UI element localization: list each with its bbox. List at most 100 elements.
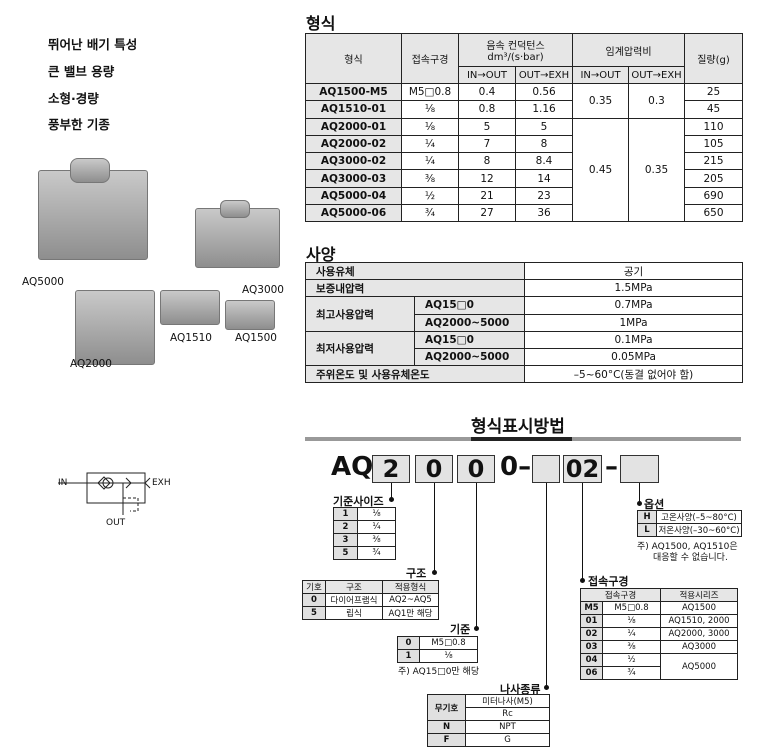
- thread-label: 나사종류: [500, 683, 541, 696]
- cell: 45: [684, 100, 744, 119]
- code-port-box: 02: [563, 455, 602, 483]
- cell: 14: [514, 169, 574, 188]
- cell: 0.45: [572, 117, 630, 223]
- code-base-box: 0: [457, 455, 495, 483]
- valve-symbol-icon: [58, 472, 151, 515]
- ordering-title: 형식표시방법: [471, 417, 565, 437]
- spec-label: 최고사용압력: [305, 296, 415, 332]
- cell: 105: [684, 134, 744, 154]
- cell: 0.3: [628, 83, 686, 119]
- cell: ⅜: [602, 640, 661, 654]
- code-option-box: [620, 455, 659, 483]
- cell: M5: [580, 601, 603, 615]
- cell: 5: [333, 546, 358, 560]
- cell: AQ1500-M5: [305, 82, 402, 102]
- cell: 02: [580, 627, 603, 641]
- code-fixed: 0–: [500, 452, 532, 482]
- size-label: 기준사이즈: [333, 495, 384, 508]
- spec-value: 1MPa: [524, 313, 744, 332]
- cell: ⅛: [401, 117, 459, 136]
- cell: 다이어프램식: [325, 593, 383, 607]
- cell: 고온사양(–5~80°C): [656, 510, 742, 524]
- cell: 3: [333, 533, 358, 547]
- cell: AQ2000-02: [305, 134, 402, 154]
- spec-value: 0.05MPa: [524, 347, 744, 367]
- header-in-out: IN→OUT: [572, 66, 630, 84]
- header: 기호: [302, 580, 326, 594]
- thread-code: 무기호: [427, 694, 466, 721]
- thread-type: Rc: [465, 707, 550, 721]
- cell: ¼: [401, 152, 459, 171]
- cell: 0.35: [628, 117, 686, 223]
- option-note: 주) AQ1500, AQ1510은: [637, 542, 738, 552]
- header-model: 형식: [305, 33, 402, 84]
- symbol-out-label: OUT: [106, 518, 126, 528]
- code-size-box: 2: [372, 455, 410, 483]
- cell: 01: [580, 614, 603, 628]
- header: 적용시리즈: [660, 588, 738, 602]
- spec-sublabel: AQ2000~5000: [413, 313, 526, 332]
- thread-type: G: [465, 733, 550, 747]
- cell: 0: [397, 636, 420, 650]
- cell: 23: [514, 186, 574, 206]
- cell: ⅜: [401, 169, 459, 188]
- spec-table-title: 사양: [306, 245, 336, 264]
- cell: 립식: [325, 606, 383, 620]
- cell: ¾: [602, 666, 661, 680]
- photo-label: AQ3000: [242, 284, 284, 296]
- cell: AQ3000: [660, 640, 738, 654]
- header-out-exh: OUT→EXH: [514, 66, 574, 84]
- header-in-out: IN→OUT: [458, 66, 516, 84]
- cell: ½: [602, 653, 661, 667]
- cell: 0.4: [458, 82, 516, 102]
- cell: 5: [302, 606, 326, 620]
- cell: 36: [514, 204, 574, 223]
- cell: 7: [458, 134, 516, 154]
- spec-value: 1.5MPa: [524, 279, 744, 298]
- cell: ⅜: [357, 533, 396, 547]
- cell: M5□0.8: [419, 636, 478, 650]
- cell: AQ5000-04: [305, 186, 402, 206]
- table-row: 주위온도 및 사용유체온도–5~60°C(동결 없어야 함): [304, 365, 744, 384]
- thread-code: F: [427, 733, 466, 747]
- photo-label: AQ5000: [22, 276, 64, 288]
- spec-value: 공기: [524, 261, 744, 281]
- cell: 215: [684, 152, 744, 171]
- cell: 25: [684, 82, 744, 102]
- product-photo: AQ5000 AQ3000 AQ1510 AQ1500 AQ2000: [20, 150, 300, 380]
- cell: AQ2000-01: [305, 117, 402, 136]
- cell: ⅛: [357, 507, 396, 521]
- cell: AQ1510, 2000: [660, 614, 738, 628]
- cell: ¼: [401, 134, 459, 154]
- feature-3: 소형·경량: [48, 91, 99, 106]
- feature-1: 뛰어난 배기 특성: [48, 37, 138, 52]
- cell: 0.8: [458, 100, 516, 119]
- cell: 110: [684, 117, 744, 136]
- cell: 27: [458, 204, 516, 223]
- option-note: 대응할 수 없습니다.: [653, 553, 728, 563]
- option-label: 옵션: [644, 498, 665, 511]
- code-prefix: AQ: [331, 452, 374, 482]
- cell: AQ5000: [660, 653, 738, 680]
- header: 접속구경: [580, 588, 661, 602]
- cell: 03: [580, 640, 603, 654]
- spec-label: 보증내압력: [304, 279, 526, 298]
- model-table-title: 형식: [306, 14, 336, 33]
- spec-label: 최저사용압력: [305, 330, 415, 367]
- cell: L: [637, 523, 657, 537]
- thread-type: 미터나사(M5): [465, 694, 550, 708]
